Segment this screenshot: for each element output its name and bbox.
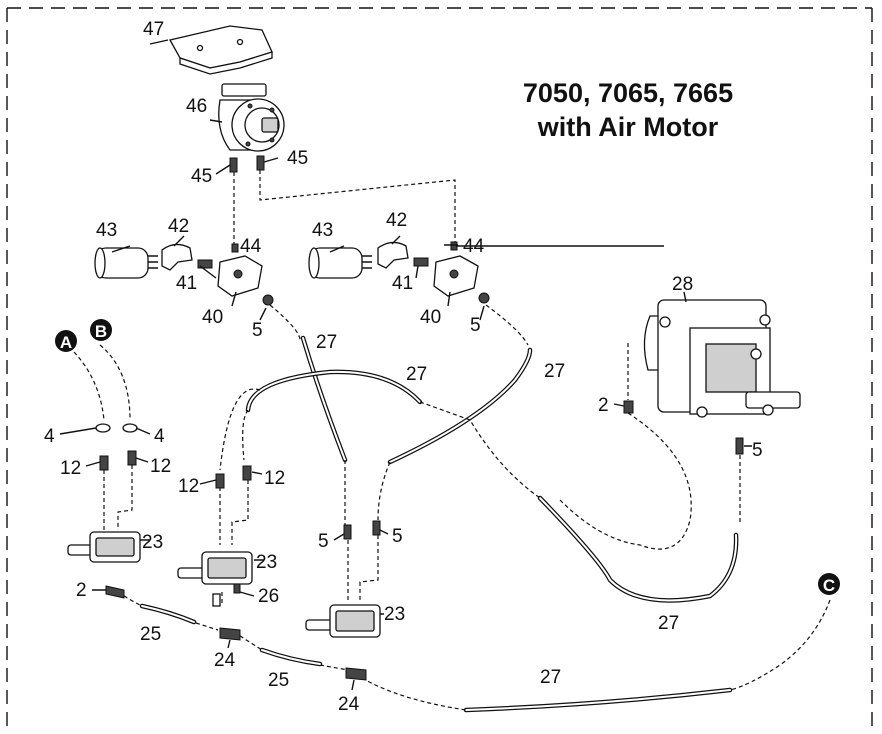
label-24b: 24 bbox=[338, 694, 360, 715]
label-25b: 25 bbox=[268, 670, 289, 691]
part-47-bracket bbox=[149, 25, 273, 75]
part-45-fittings bbox=[229, 155, 265, 173]
label-41a: 41 bbox=[176, 273, 197, 294]
part-46-air-motor bbox=[218, 83, 285, 152]
valve-group-right bbox=[308, 241, 490, 304]
valve-block-23-c bbox=[305, 604, 381, 638]
label-12b: 12 bbox=[150, 456, 171, 477]
label-42b: 42 bbox=[386, 210, 407, 231]
label-2b: 2 bbox=[76, 580, 87, 601]
label-45b: 45 bbox=[287, 148, 308, 169]
label-23a: 23 bbox=[142, 532, 163, 553]
connector-a-icon: A bbox=[55, 330, 77, 352]
label-40a: 40 bbox=[202, 307, 223, 328]
dashed-border bbox=[6, 7, 873, 729]
label-46: 46 bbox=[186, 96, 207, 117]
svg-text:A: A bbox=[60, 333, 72, 352]
label-44b: 44 bbox=[463, 236, 485, 257]
label-45a: 45 bbox=[191, 166, 212, 187]
label-23b: 23 bbox=[256, 552, 277, 573]
label-5a: 5 bbox=[252, 320, 263, 341]
label-44a: 44 bbox=[240, 236, 262, 257]
label-43b: 43 bbox=[312, 220, 333, 241]
hoses-27 bbox=[245, 335, 739, 713]
label-5d: 5 bbox=[318, 531, 329, 552]
label-5e: 5 bbox=[392, 526, 403, 547]
label-41b: 41 bbox=[392, 273, 413, 294]
label-24a: 24 bbox=[214, 650, 236, 671]
diagram-title: 7050, 7065, 7665 with Air Motor bbox=[478, 76, 778, 144]
label-28: 28 bbox=[672, 274, 693, 295]
label-27d: 27 bbox=[658, 613, 679, 634]
label-5c: 5 bbox=[752, 440, 763, 461]
hoses-25 bbox=[139, 603, 323, 667]
label-42a: 42 bbox=[168, 216, 189, 237]
label-27e: 27 bbox=[540, 667, 561, 688]
label-25a: 25 bbox=[140, 624, 161, 645]
svg-text:B: B bbox=[95, 322, 107, 341]
label-26: 26 bbox=[258, 586, 279, 607]
label-23c: 23 bbox=[384, 604, 405, 625]
title-subtitle: with Air Motor bbox=[537, 112, 719, 142]
part-28-cylinder bbox=[643, 299, 801, 418]
label-2a: 2 bbox=[598, 395, 609, 416]
connector-c-icon: C bbox=[818, 573, 840, 595]
label-27c: 27 bbox=[544, 361, 565, 382]
label-5b: 5 bbox=[470, 315, 481, 336]
label-27a: 27 bbox=[316, 332, 337, 353]
valve-block-23-a bbox=[67, 531, 141, 563]
label-47: 47 bbox=[143, 19, 164, 40]
connector-b-icon: B bbox=[90, 319, 112, 341]
label-4a: 4 bbox=[44, 426, 55, 447]
title-models: 7050, 7065, 7665 bbox=[522, 78, 734, 108]
label-27b: 27 bbox=[406, 364, 427, 385]
label-43a: 43 bbox=[96, 220, 117, 241]
label-12a: 12 bbox=[60, 458, 81, 479]
label-12c: 12 bbox=[178, 476, 199, 497]
valve-block-23-b bbox=[177, 551, 253, 585]
svg-text:C: C bbox=[823, 576, 835, 595]
label-40b: 40 bbox=[420, 307, 441, 328]
valve-group-left bbox=[94, 243, 274, 306]
label-12d: 12 bbox=[264, 468, 285, 489]
label-4b: 4 bbox=[154, 426, 165, 447]
